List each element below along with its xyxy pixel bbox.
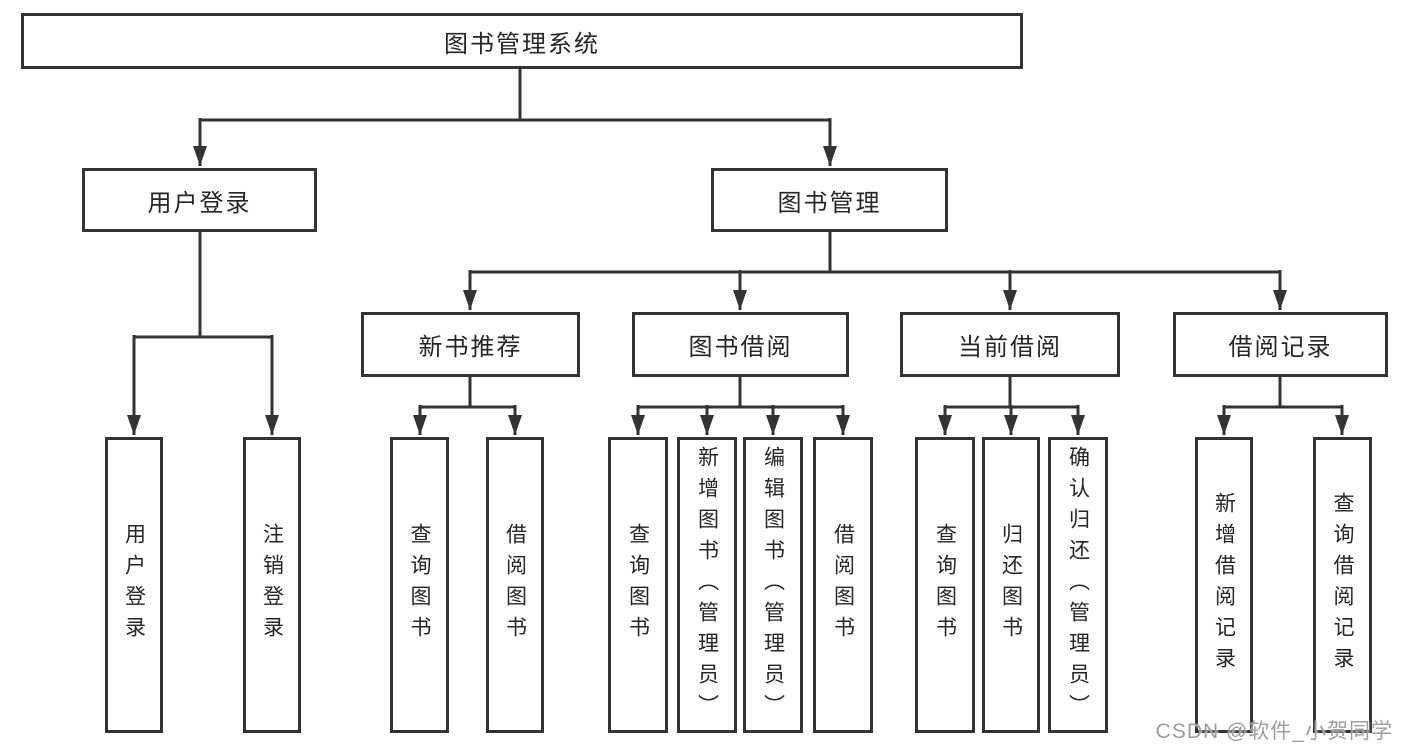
leaf-current-query-book: 查询图书 — [915, 437, 975, 733]
leaf-current-confirm-return-admin: 确认归还（管理员） — [1048, 437, 1108, 733]
leaf-borrow-add-book-admin: 新增图书（管理员） — [677, 437, 737, 733]
node-new-book-rec: 新书推荐 — [361, 312, 580, 377]
leaf-rec-borrow-book: 借阅图书 — [486, 437, 544, 733]
node-book-mgmt: 图书管理 — [711, 168, 948, 232]
node-root: 图书管理系统 — [21, 13, 1023, 69]
leaf-rec-query-book: 查询图书 — [390, 437, 449, 733]
node-current-borrow: 当前借阅 — [900, 312, 1120, 377]
node-user-login: 用户登录 — [82, 168, 317, 232]
csdn-watermark: CSDN @软件_小贺同学 — [1155, 720, 1393, 743]
node-borrow-records: 借阅记录 — [1173, 312, 1388, 377]
leaf-borrow-edit-book-admin: 编辑图书（管理员） — [743, 437, 803, 733]
node-book-borrow: 图书借阅 — [632, 312, 849, 377]
leaf-record-add-record: 新增借阅记录 — [1195, 437, 1253, 733]
leaf-borrow-query-book: 查询图书 — [608, 437, 668, 733]
leaf-user-login: 用户登录 — [105, 437, 163, 733]
leaf-logout: 注销登录 — [243, 437, 301, 733]
leaf-borrow-borrow-book: 借阅图书 — [813, 437, 873, 733]
leaf-record-query-record: 查询借阅记录 — [1313, 437, 1372, 733]
leaf-current-return-book: 归还图书 — [982, 437, 1040, 733]
